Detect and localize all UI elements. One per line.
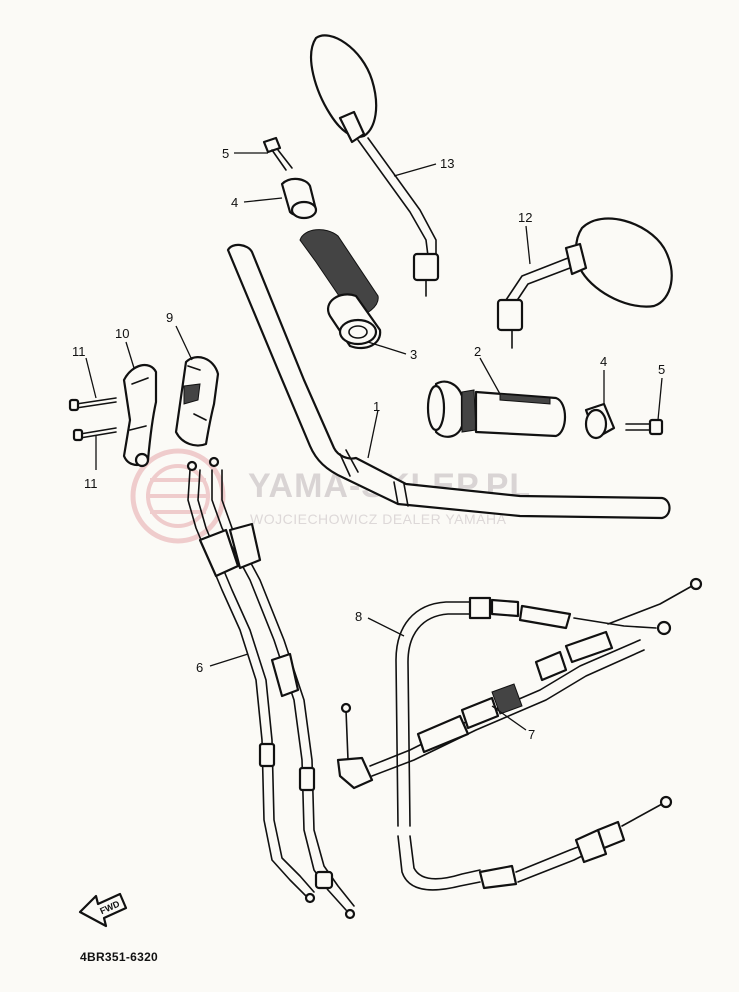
bolt-right-5	[625, 418, 664, 436]
callout-1: 1	[373, 399, 380, 414]
callout-6: 6	[196, 660, 203, 675]
callout-4-right: 4	[600, 354, 607, 369]
clutch-cable-8	[395, 596, 673, 891]
callout-12: 12	[518, 210, 532, 225]
callout-10: 10	[115, 326, 129, 341]
leader-lines	[85, 152, 663, 731]
watermark-subtitle: WOJCIECHOWICZ DEALER YAMAHA	[250, 511, 507, 527]
callout-11-upper: 11	[72, 344, 86, 359]
handlebar-1	[226, 243, 671, 520]
callout-8: 8	[355, 609, 362, 624]
screw-upper-11	[68, 397, 117, 412]
callouts: 1 2 3 4 4 5 5 6 7 8 9 10 11 11 12 13	[72, 146, 665, 742]
callout-3: 3	[410, 347, 417, 362]
throttle-housing-9	[174, 356, 220, 447]
weight-right-4	[584, 402, 616, 440]
figure-code: 4BR351-6320	[80, 950, 158, 964]
callout-5-right: 5	[658, 362, 665, 377]
mirror-left	[309, 34, 440, 297]
callout-7: 7	[528, 727, 535, 742]
watermark-logo-icon	[130, 448, 226, 544]
callout-11-lower: 11	[84, 476, 98, 491]
bolt-upper-5	[262, 136, 293, 171]
callout-5-upper: 5	[222, 146, 229, 161]
grip-left-2	[426, 380, 567, 438]
throttle-grip-3	[299, 229, 382, 350]
callout-4-upper: 4	[231, 195, 238, 210]
throttle-housing-10	[122, 363, 158, 468]
screw-lower-11	[72, 427, 117, 442]
starter-cable-7	[336, 577, 703, 790]
weight-upper-4	[280, 177, 318, 220]
callout-9: 9	[166, 310, 173, 325]
callout-2: 2	[474, 344, 481, 359]
callout-13: 13	[440, 156, 454, 171]
mirror-right	[496, 217, 673, 349]
throttle-cable-6	[186, 456, 356, 920]
forward-arrow-icon: FWD	[78, 892, 128, 928]
